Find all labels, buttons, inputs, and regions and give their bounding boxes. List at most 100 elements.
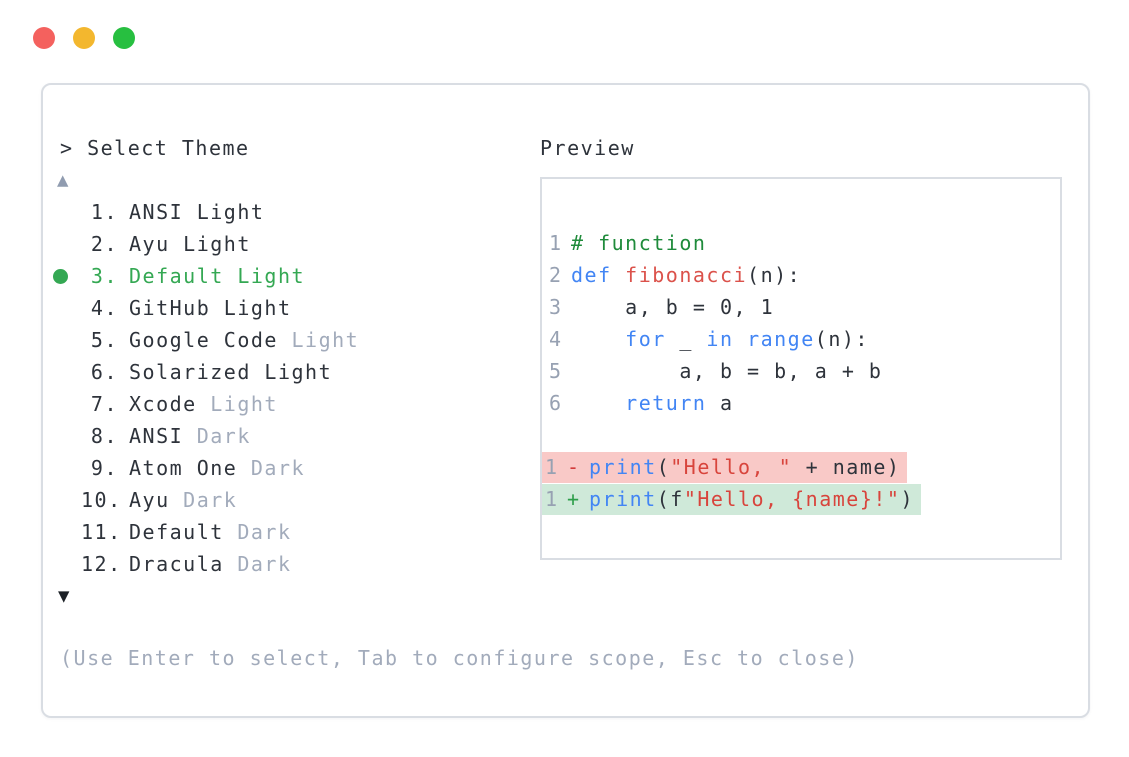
item-label-part: Default xyxy=(129,520,238,544)
line-number: 1 xyxy=(545,487,559,511)
item-label-part: GitHub Light xyxy=(129,296,292,320)
minimize-button[interactable] xyxy=(73,27,95,49)
item-number: 4. xyxy=(90,296,118,320)
theme-list-item[interactable]: 1.ANSI Light xyxy=(60,196,359,228)
scroll-up-icon[interactable]: ▲ xyxy=(57,169,69,191)
item-label-part: Google Code xyxy=(129,328,292,352)
code-token xyxy=(571,327,625,351)
prompt: > Select Theme xyxy=(60,136,250,160)
code-token: print xyxy=(589,455,657,479)
selected-indicator xyxy=(53,268,81,284)
item-label-part: Ayu Light xyxy=(129,232,251,256)
line-number: 6 xyxy=(549,391,563,415)
code-token xyxy=(612,263,626,287)
theme-list-item[interactable]: 5. Google Code Light xyxy=(60,324,359,356)
theme-list-item[interactable]: 11. Default Dark xyxy=(60,516,359,548)
item-label-part: Solarized Light xyxy=(129,360,333,384)
code-token: fibonacci xyxy=(625,263,748,287)
code-token: range xyxy=(747,327,815,351)
code-token: "Hello, {name}!" xyxy=(683,487,901,511)
code-line: 4 for _ in range(n): xyxy=(542,323,1060,355)
code-line: 2 def fibonacci(n): xyxy=(542,259,1060,291)
code-token xyxy=(734,327,748,351)
diff-removed-highlight: 1-print("Hello, " + name) xyxy=(542,451,908,483)
theme-list-item[interactable]: 3. Default Light xyxy=(53,260,359,292)
scroll-down-icon[interactable]: ▼ xyxy=(58,585,70,607)
code-token: ( xyxy=(656,455,671,479)
line-number: 4 xyxy=(549,327,563,351)
code-line: 1# function xyxy=(542,227,1060,259)
theme-list-item[interactable]: 4. GitHub Light xyxy=(60,292,359,324)
close-button[interactable] xyxy=(33,27,55,49)
item-label: ANSI Dark xyxy=(129,424,251,448)
code-token: for xyxy=(625,327,666,351)
item-number: 6. xyxy=(90,360,118,384)
zoom-button[interactable] xyxy=(113,27,135,49)
item-label-part: Dracula xyxy=(129,552,238,576)
item-label-part: Light xyxy=(291,328,360,352)
item-label-part: Dark xyxy=(183,488,238,512)
theme-list-item[interactable]: 9. Atom One Dark xyxy=(60,452,359,484)
item-label: Ayu Light xyxy=(129,232,251,256)
item-label: Xcode Light xyxy=(129,392,278,416)
code-token: ) xyxy=(900,487,915,511)
item-label: Atom One Dark xyxy=(129,456,305,480)
help-text: (Use Enter to select, Tab to configure s… xyxy=(60,646,859,670)
item-label-part: Default Light xyxy=(129,264,306,288)
preview-title: Preview xyxy=(540,136,635,160)
code-token: + name) xyxy=(792,455,901,479)
theme-list-item[interactable]: 7.Xcode Light xyxy=(60,388,359,420)
code-token: (f xyxy=(656,487,684,511)
code-line: 5 a, b = b, a + b xyxy=(542,355,1060,387)
code-line: 6 return a xyxy=(542,387,1060,419)
item-label-part: ANSI Light xyxy=(129,200,265,224)
diff-removed-sign: - xyxy=(567,455,581,479)
item-label-part: Dark xyxy=(250,456,306,480)
code-token: (n): xyxy=(814,327,869,351)
item-label: Google Code Light xyxy=(129,328,359,352)
code-token: in xyxy=(706,327,734,351)
item-label: ANSI Light xyxy=(129,200,264,224)
code-line: 3 a, b = 0, 1 xyxy=(542,291,1060,323)
item-number: 3. xyxy=(90,264,118,288)
diff-added-highlight: 1+print(f"Hello, {name}!") xyxy=(542,483,922,515)
selected-bullet-icon xyxy=(53,268,68,284)
line-number: 3 xyxy=(549,295,563,319)
code-token: a xyxy=(706,391,734,415)
diff-removed-line: 1-print("Hello, " + name) xyxy=(542,451,1060,483)
item-label: Default Light xyxy=(129,264,305,288)
code-token: def xyxy=(571,263,612,287)
item-label-part: Dark xyxy=(237,552,292,576)
item-number: 10. xyxy=(81,488,122,512)
line-number: 2 xyxy=(549,263,563,287)
item-number: 12. xyxy=(81,552,122,576)
code-token: print xyxy=(589,487,657,511)
theme-list-item[interactable]: 6. Solarized Light xyxy=(60,356,359,388)
item-number: 5. xyxy=(90,328,118,352)
item-number: 9. xyxy=(90,456,118,480)
line-number: 1 xyxy=(549,231,563,255)
code-token: return xyxy=(625,391,707,415)
code-token: "Hello, " xyxy=(670,455,793,479)
theme-list-item[interactable]: 8. ANSI Dark xyxy=(60,420,359,452)
window-controls xyxy=(33,27,135,49)
item-label-part: Ayu xyxy=(129,488,184,512)
item-label-part: ANSI xyxy=(129,424,197,448)
diff-added-line: 1+print(f"Hello, {name}!") xyxy=(542,483,1060,515)
item-label-part: Dark xyxy=(237,520,292,544)
item-label-part: Atom One xyxy=(129,456,251,480)
line-number: 1 xyxy=(545,455,559,479)
item-label: Ayu Dark xyxy=(129,488,237,512)
code-token: (n): xyxy=(747,263,802,287)
item-label: Solarized Light xyxy=(129,360,332,384)
theme-list-item[interactable]: 12. Dracula Dark xyxy=(60,548,359,580)
theme-list-item[interactable]: 10. Ayu Dark xyxy=(60,484,359,516)
item-label-part: Xcode xyxy=(129,392,211,416)
code-token: a, b = 0, 1 xyxy=(571,295,775,319)
item-number: 11. xyxy=(81,520,122,544)
theme-list-item[interactable]: 2.Ayu Light xyxy=(60,228,359,260)
item-number: 8. xyxy=(90,424,118,448)
